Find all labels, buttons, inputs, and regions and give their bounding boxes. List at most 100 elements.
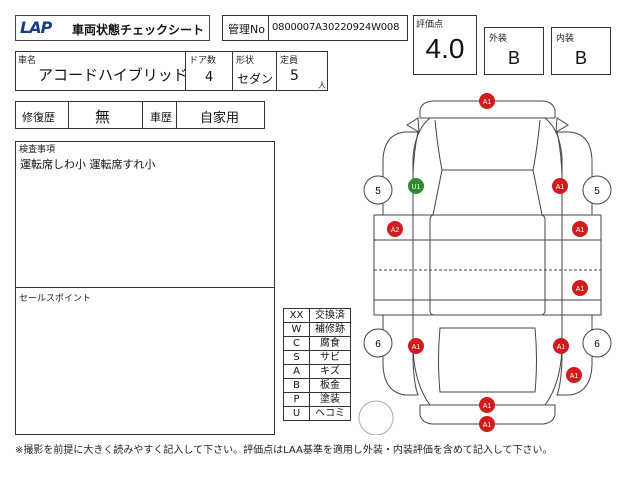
svg-text:U1: U1 [412, 184, 421, 191]
damage-markers: A1 U1 A1 A2 A1 A1 A1 A1 A1 A1 A1 [387, 93, 588, 432]
management-no-value: 0800007A30220924W008 [272, 22, 400, 33]
tire-front-left [363, 175, 393, 205]
overall-rating-label: 評価点 [416, 20, 444, 30]
capacity-unit: 人 [318, 81, 326, 90]
exterior-rating-label: 外装 [489, 34, 508, 44]
divider [276, 51, 277, 91]
management-no-label: 管理No [228, 23, 265, 36]
svg-text:A1: A1 [483, 99, 492, 106]
shape-label: 形状 [236, 56, 255, 66]
capacity-label: 定員 [280, 56, 299, 66]
tire-front-right [582, 175, 612, 205]
footnote: ※撮影を前提に大きく読みやすく記入して下さい。評価点はLAA基準を適用し外装・内… [15, 445, 553, 456]
legend-code: S [283, 350, 310, 365]
spare-tire [358, 400, 394, 435]
legend-code: P [283, 392, 310, 407]
svg-text:A1: A1 [557, 344, 566, 351]
legend-code: XX [283, 308, 310, 323]
legend-code: U [283, 406, 310, 421]
damage-marker: A1 [572, 280, 588, 296]
interior-rating-value: B [574, 48, 587, 68]
legend-code: W [283, 322, 310, 337]
damage-marker: A1 [479, 416, 495, 432]
svg-text:A1: A1 [576, 227, 585, 234]
legend-meaning: 補修跡 [309, 322, 351, 337]
divider [176, 101, 177, 129]
damage-marker: A1 [553, 338, 569, 354]
damage-marker: A1 [572, 221, 588, 237]
inspection-box [15, 141, 275, 288]
legend-code: A [283, 364, 310, 379]
damage-marker: U1 [408, 178, 424, 194]
car-info-box [15, 51, 328, 91]
capacity-value: 5 [290, 68, 299, 84]
divider [232, 51, 233, 91]
damage-marker: A1 [552, 178, 568, 194]
tire-depth-label: 6 [594, 339, 600, 350]
car-damage-diagram: 5 5 6 6 A1 U1 A1 A2 A1 A1 A1 A1 A1 A1 A1 [358, 93, 612, 435]
svg-text:A1: A1 [412, 344, 421, 351]
management-no-box [222, 15, 408, 41]
legend-meaning: ヘコミ [309, 406, 351, 421]
repair-history-value: 無 [95, 108, 111, 126]
legend-meaning: 塗装 [309, 392, 351, 407]
divider [68, 101, 69, 129]
doors-value: 4 [205, 70, 214, 85]
tire-group: 5 5 6 6 [358, 175, 612, 435]
inspection-text: 運転席しわ小 運転席すれ小 [20, 158, 156, 171]
legend-code: C [283, 336, 310, 351]
selling-points-label: セールスポイント [19, 294, 92, 304]
divider [185, 51, 186, 91]
exterior-rating-value: B [507, 48, 520, 68]
damage-marker: A1 [479, 93, 495, 109]
damage-marker: A1 [479, 397, 495, 413]
exterior-rating-box [484, 27, 544, 75]
legend-meaning: キズ [309, 364, 351, 379]
car-history-label: 車歴 [150, 111, 172, 124]
tire-rear-left [363, 328, 393, 358]
tire-depth-label: 6 [375, 339, 381, 350]
legend-meaning: 板金 [309, 378, 351, 393]
doors-label: ドア数 [189, 56, 217, 66]
svg-text:A2: A2 [391, 227, 400, 234]
divider [142, 101, 143, 129]
damage-marker: A1 [566, 367, 582, 383]
car-history-value: 自家用 [200, 111, 240, 126]
car-name-label: 車名 [18, 56, 37, 66]
legend-meaning: 腐食 [309, 336, 351, 351]
damage-marker: A1 [408, 338, 424, 354]
tire-rear-right [582, 328, 612, 358]
damage-marker: A2 [387, 221, 403, 237]
overall-rating-value: 4.0 [425, 33, 465, 64]
svg-text:A1: A1 [483, 422, 492, 429]
svg-text:A1: A1 [570, 373, 579, 380]
legend-meaning: サビ [309, 350, 351, 365]
svg-text:A1: A1 [556, 184, 565, 191]
interior-rating-label: 内装 [556, 34, 575, 44]
selling-points-box [15, 288, 275, 435]
lap-logo: LAP [20, 18, 52, 37]
car-outline [373, 100, 602, 425]
tire-depth-label: 5 [375, 186, 381, 197]
overall-rating-box [413, 15, 477, 75]
svg-text:A1: A1 [576, 286, 585, 293]
sheet-title: 車両状態チェックシート [72, 23, 205, 37]
svg-text:A1: A1 [483, 403, 492, 410]
divider [268, 15, 269, 41]
inspection-label: 検査事項 [19, 145, 56, 155]
repair-history-label: 修復歴 [22, 111, 55, 124]
tire-depth-label: 5 [594, 186, 600, 197]
interior-rating-box [551, 27, 611, 75]
repair-history-box [15, 101, 265, 129]
legend-code: B [283, 378, 310, 393]
legend-meaning: 交換済 [309, 308, 351, 323]
